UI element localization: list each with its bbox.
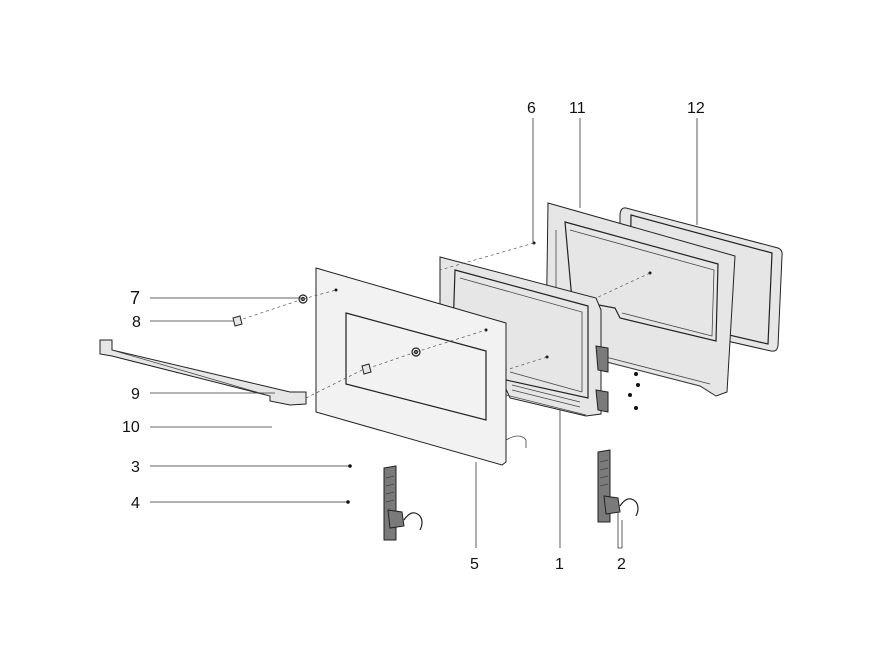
part-7-washers <box>298 294 421 357</box>
callout-5: 5 <box>470 556 479 573</box>
callout-8: 8 <box>132 314 141 331</box>
assembly-lines <box>239 242 651 399</box>
callout-9: 9 <box>131 386 140 403</box>
callout-2: 2 <box>617 556 626 573</box>
callout-4: 4 <box>131 495 140 512</box>
callout-7: 7 <box>130 288 140 308</box>
callout-6: 6 <box>527 100 536 117</box>
callout-12: 12 <box>687 100 705 117</box>
callout-labels: 7 8 9 10 3 4 6 11 12 5 1 2 <box>122 100 705 573</box>
part-3-4-left-hinge <box>383 465 423 541</box>
callout-1: 1 <box>555 556 564 573</box>
part-2-right-hinge <box>597 449 639 523</box>
callout-10: 10 <box>122 419 140 436</box>
part-5-outer-glass <box>315 267 527 466</box>
leader-lines <box>150 118 698 549</box>
callout-11: 11 <box>569 100 586 117</box>
part-9-handle <box>99 339 307 406</box>
part-8-screws <box>232 315 372 375</box>
callout-3: 3 <box>131 459 140 476</box>
frame-screws <box>532 241 652 410</box>
